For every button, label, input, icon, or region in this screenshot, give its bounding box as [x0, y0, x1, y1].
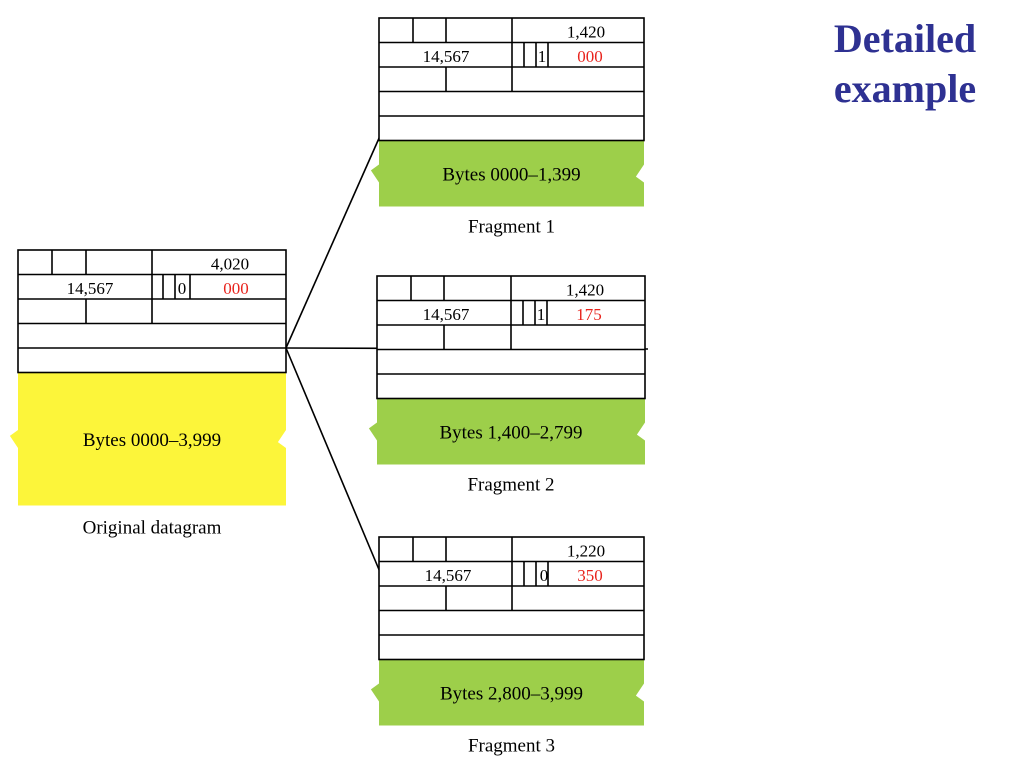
fragment-1-fragment-offset: 000 [577, 47, 603, 66]
fragment-2-total-length: 1,420 [566, 281, 604, 300]
slide-title-line-1: Detailed [833, 16, 977, 61]
connector-line-fragment-3 [285, 347, 381, 573]
fragment-2-fragment-offset: 175 [576, 305, 602, 324]
original-datagram-total-length: 4,020 [211, 255, 249, 274]
fragment-3-caption: Fragment 3 [468, 736, 555, 757]
fragment-2-mf-flag: 1 [537, 305, 546, 324]
original-datagram-mf-flag: 0 [178, 279, 187, 298]
fragment-2-caption: Fragment 2 [467, 475, 554, 496]
fragment-3-total-length: 1,220 [567, 542, 605, 561]
original-datagram-identification: 14,567 [67, 279, 114, 298]
connector-line-fragment-1 [285, 135, 381, 349]
fragment-3-payload-area [370, 659, 644, 726]
fragment-1-payload-label: Bytes 0000–1,399 [442, 165, 580, 186]
original-datagram-caption: Original datagram [83, 518, 222, 539]
fragment-2-identification: 14,567 [423, 305, 470, 324]
fragment-1-total-length: 1,420 [567, 23, 605, 42]
original-datagram-fragment-offset: 000 [223, 279, 249, 298]
fragment-3-fragment-offset: 350 [577, 566, 603, 585]
fragment-2-payload-label: Bytes 1,400–2,799 [439, 423, 582, 444]
fragment-3-payload-label: Bytes 2,800–3,999 [440, 684, 583, 705]
fragment-1-identification: 14,567 [423, 47, 470, 66]
original-datagram-payload-label: Bytes 0000–3,999 [83, 430, 221, 451]
fragment-1-caption: Fragment 1 [468, 217, 555, 238]
fragment-1-payload-area [370, 140, 644, 207]
fragment-2-payload-area [368, 398, 645, 465]
fragment-1-mf-flag: 1 [538, 47, 547, 66]
original-datagram-payload-area [9, 372, 287, 506]
fragment-3-mf-flag: 0 [540, 566, 549, 585]
slide-title: Detailed example [790, 14, 1020, 114]
fragment-3-identification: 14,567 [425, 566, 472, 585]
slide-title-line-2: example [833, 66, 977, 111]
